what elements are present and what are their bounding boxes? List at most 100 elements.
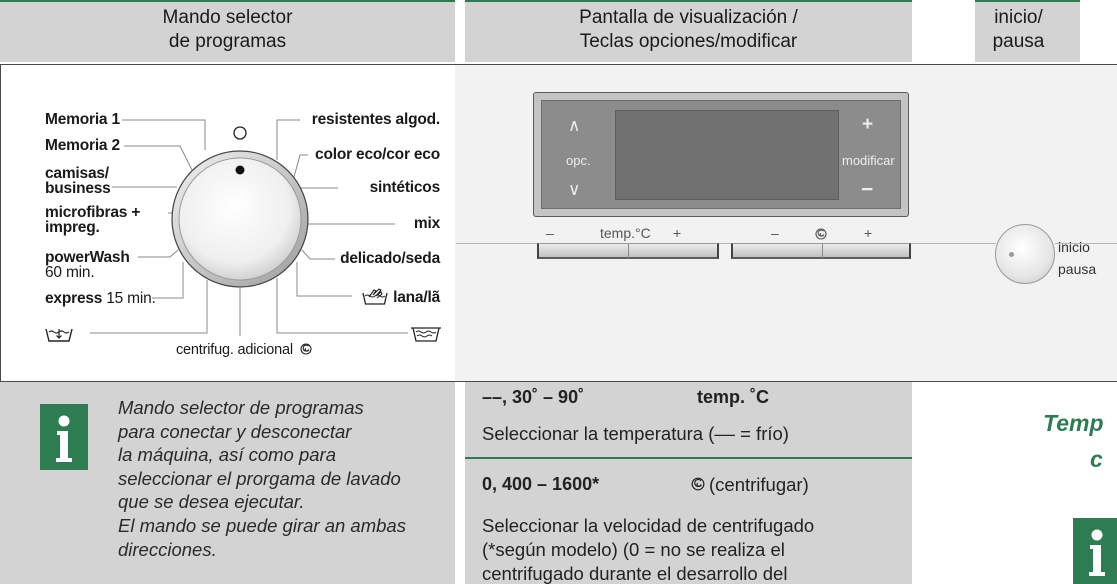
header-line: Teclas opciones/modificar — [579, 31, 798, 52]
program-duration: 60 min. — [45, 264, 95, 281]
spin-plus-button[interactable] — [822, 243, 911, 259]
program-label: Memoria 1 — [45, 111, 120, 128]
program-resistentes: resistentes algod. — [312, 112, 440, 128]
info-line: El mando se puede girar an ambas — [118, 514, 406, 536]
rinse-icon-tub — [45, 328, 73, 342]
connector-line — [138, 249, 179, 258]
temp-plus-button[interactable] — [628, 243, 719, 259]
header-program-selector: Mando selector de programas — [0, 0, 455, 62]
program-label: color eco/cor eco — [315, 146, 440, 163]
temperature-description: Seleccionar la temperatura (–– = frío) — [482, 423, 789, 444]
spin-minus-button[interactable] — [731, 243, 822, 259]
info-icon-stem — [56, 431, 72, 462]
spin-description-line: centrifugado durante el desarrollo del — [482, 563, 788, 584]
temp-minus-button[interactable] — [537, 243, 628, 259]
header-line: Pantalla de visualización / — [579, 7, 798, 28]
program-label: express — [45, 290, 103, 307]
program-label: Memoria 2 — [45, 137, 120, 154]
spin-description: Seleccionar la velocidad de centrifugado… — [482, 514, 814, 584]
info-icon — [40, 404, 88, 470]
connector-line — [276, 278, 408, 334]
program-color-eco: color eco/cor eco — [315, 146, 440, 163]
spin-icon-spiral — [302, 344, 310, 352]
spin-minus-label: – — [771, 225, 779, 241]
modify-plus-button[interactable]: + — [862, 114, 874, 135]
option-down-button[interactable]: ∨ — [568, 180, 581, 199]
program-label: lana/lã — [393, 289, 440, 306]
spin-range: 0, 400 – 1600* — [482, 474, 600, 494]
program-label: sintéticos — [369, 179, 441, 196]
hand-wash-icon-water — [364, 294, 386, 298]
start-pause-indicator — [1009, 252, 1014, 257]
modify-minus-button[interactable]: − — [861, 178, 874, 201]
option-up-button[interactable]: ∧ — [568, 116, 581, 135]
program-powerwash: powerWash 60 min. — [45, 249, 130, 281]
info-line: que se desea ejecutar. — [118, 491, 305, 513]
spin-description-line: (*según modelo) (0 = no se realiza el — [482, 539, 785, 560]
spin-icon-ring — [691, 477, 705, 491]
dial-info-text: Mando selector de programas para conecta… — [118, 396, 406, 561]
program-memoria-2: Memoria 2 — [45, 137, 120, 154]
info-line: para conectar y desconectar — [118, 420, 352, 442]
spin-icon — [300, 343, 312, 355]
temperature-range: ––, 30˚ – 90˚ — [482, 387, 585, 407]
program-label: business — [45, 180, 111, 197]
pause-label: pausa — [1058, 261, 1097, 277]
program-label: impreg. — [45, 219, 100, 236]
connector-lines — [90, 119, 408, 336]
display-info-box — [465, 382, 912, 584]
start-pause-button[interactable] — [995, 224, 1055, 284]
header-display: Pantalla de visualización / Teclas opcio… — [465, 0, 912, 62]
header-start-pause: inicio/ pausa — [975, 0, 1080, 62]
program-label: powerWash — [45, 249, 130, 266]
info-icon-stem — [1089, 545, 1105, 576]
connector-line — [296, 262, 352, 297]
program-mix: mix — [413, 215, 440, 232]
program-duration: 15 min. — [106, 290, 156, 307]
spin-icon-spiral — [694, 478, 702, 488]
drain-icon-water — [415, 330, 437, 338]
temperature-title: temp. ˚C — [697, 387, 769, 407]
info-line: seleccionar el prorgama de lavado — [118, 467, 401, 489]
program-camisas: camisas/ business — [45, 165, 111, 197]
program-label: centrifug. adicional — [176, 342, 293, 358]
dial-indicator-dot — [235, 165, 245, 175]
section-divider — [465, 457, 912, 459]
header-line: Mando selector — [162, 7, 293, 28]
header-line: pausa — [992, 31, 1045, 52]
info-icon-dot — [1091, 529, 1103, 541]
spin-icon-ring — [300, 343, 312, 355]
start-info-title: Temp — [1043, 410, 1104, 436]
program-dial-knob[interactable] — [178, 157, 302, 281]
program-label: delicado/seda — [340, 250, 440, 267]
info-icon — [1073, 518, 1117, 584]
spin-title: (centrifugar) — [709, 474, 809, 495]
program-label: mix — [413, 215, 440, 232]
hand-wash-icon — [362, 288, 388, 305]
temp-plus-label: + — [673, 225, 682, 241]
hand-wash-icon-tub — [362, 292, 388, 305]
connector-line — [124, 145, 193, 171]
connector-line — [90, 280, 208, 334]
program-sinteticos: sintéticos — [369, 179, 441, 196]
connector-line — [301, 249, 335, 260]
spin-icon — [691, 477, 705, 491]
connector-line — [152, 262, 184, 299]
off-position-marker — [233, 126, 247, 140]
info-line: la máquina, así como para — [118, 444, 337, 466]
spin-icon-spiral — [817, 229, 825, 237]
info-line: direcciones. — [118, 538, 217, 560]
program-lana: lana/lã — [362, 288, 440, 305]
spin-icon — [815, 228, 827, 240]
program-extra-spin: centrifug. adicional — [176, 343, 312, 358]
panel-guide-line — [1055, 243, 1117, 244]
start-info-title-continued: c — [1090, 446, 1103, 472]
dial-diagram — [90, 119, 408, 336]
start-pause-label: inicio pausa — [1058, 236, 1096, 280]
program-label: microfibras + — [45, 204, 141, 221]
connector-line — [293, 154, 308, 178]
program-microfibras: microfibras + impreg. — [45, 204, 141, 236]
program-label: camisas/ — [45, 165, 109, 182]
